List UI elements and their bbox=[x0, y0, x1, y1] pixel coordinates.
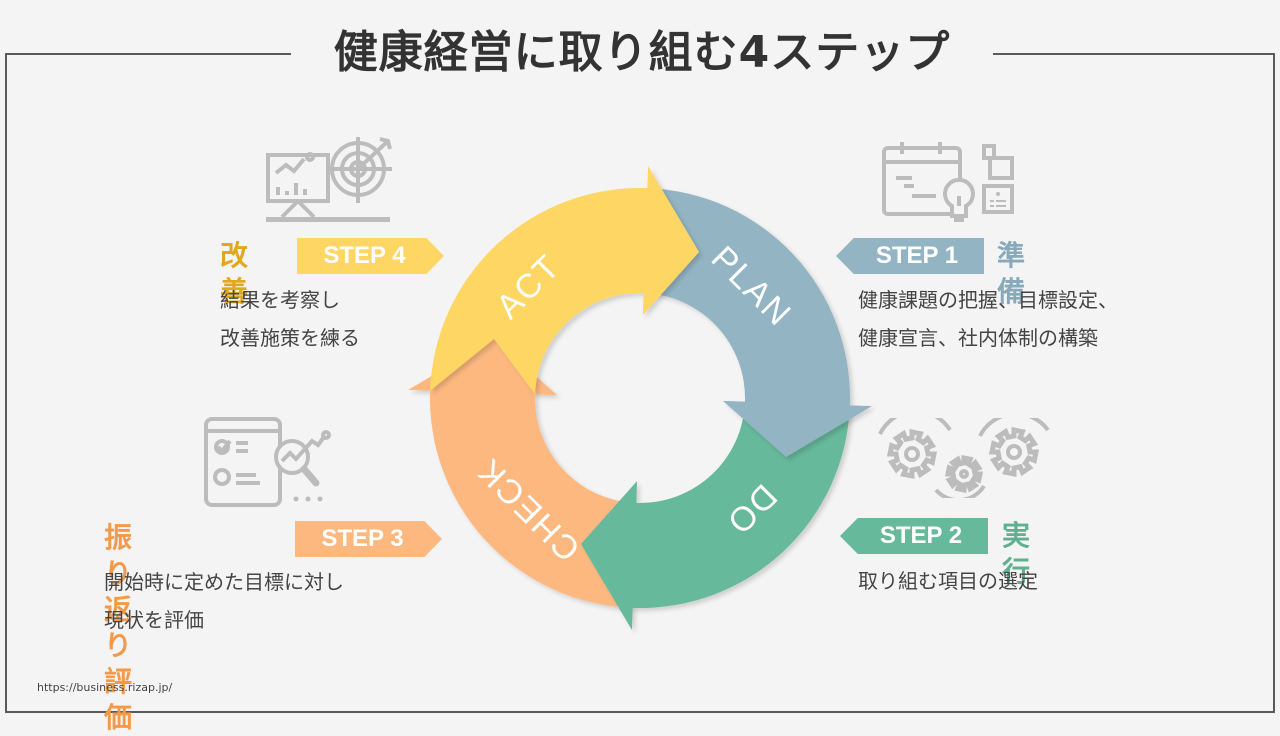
step-4-description: 結果を考察し 改善施策を練る bbox=[220, 281, 360, 357]
cycle-segment-do bbox=[580, 401, 850, 630]
gear-icon bbox=[886, 428, 938, 480]
cycle-segment-act bbox=[430, 166, 700, 395]
footer-url: https://business.rizap.jp/ bbox=[37, 681, 173, 694]
step-3-description-line: 開始時に定めた目標に対し bbox=[104, 570, 344, 594]
gear-icon bbox=[944, 454, 984, 494]
gears-icon bbox=[878, 418, 1050, 498]
frame-bottom bbox=[5, 711, 1275, 713]
step-1-description: 健康課題の把握、目標設定、 健康宣言、社内体制の構築 bbox=[858, 281, 1118, 357]
step-4-description-line: 結果を考察し bbox=[220, 288, 340, 312]
gear-hole-icon bbox=[1006, 444, 1022, 460]
frame-top-left bbox=[5, 53, 291, 55]
cycle-segment-check bbox=[408, 338, 637, 608]
calendar-lightbulb-icon bbox=[882, 142, 1014, 222]
step-4-description-line: 改善施策を練る bbox=[220, 326, 360, 350]
chart-target-icon bbox=[266, 137, 392, 222]
step-1-heading: 準備 bbox=[997, 239, 1026, 308]
page-title: 健康経営に取り組む4ステップ bbox=[333, 27, 951, 78]
gear-hole-icon bbox=[904, 446, 920, 462]
step-2-description: 取り組む項目の選定 bbox=[858, 562, 1038, 600]
step-2-heading: 実行 bbox=[1002, 519, 1031, 588]
step-2-badge: STEP 2 bbox=[840, 518, 988, 554]
gear-hole-icon bbox=[959, 469, 969, 479]
step-1-description-line: 健康宣言、社内体制の構築 bbox=[858, 326, 1098, 350]
gear-icon bbox=[988, 426, 1040, 478]
step-3-description-line: 現状を評価 bbox=[104, 608, 204, 632]
frame-left bbox=[5, 53, 7, 713]
step-1-description-line: 健康課題の把握、目標設定、 bbox=[858, 288, 1118, 312]
step-3-description: 開始時に定めた目標に対し 現状を評価 bbox=[104, 563, 344, 639]
checklist-magnifier-icon bbox=[204, 417, 331, 507]
frame-right bbox=[1273, 53, 1275, 713]
step-4-heading: 改善 bbox=[220, 239, 249, 308]
step-1-badge: STEP 1 bbox=[836, 238, 984, 274]
cycle-segment-plan bbox=[643, 188, 872, 458]
step-2-description-line: 取り組む項目の選定 bbox=[858, 569, 1038, 593]
step-4-badge: STEP 4 bbox=[297, 238, 444, 274]
frame-top-right bbox=[993, 53, 1275, 55]
step-3-badge: STEP 3 bbox=[295, 521, 442, 557]
